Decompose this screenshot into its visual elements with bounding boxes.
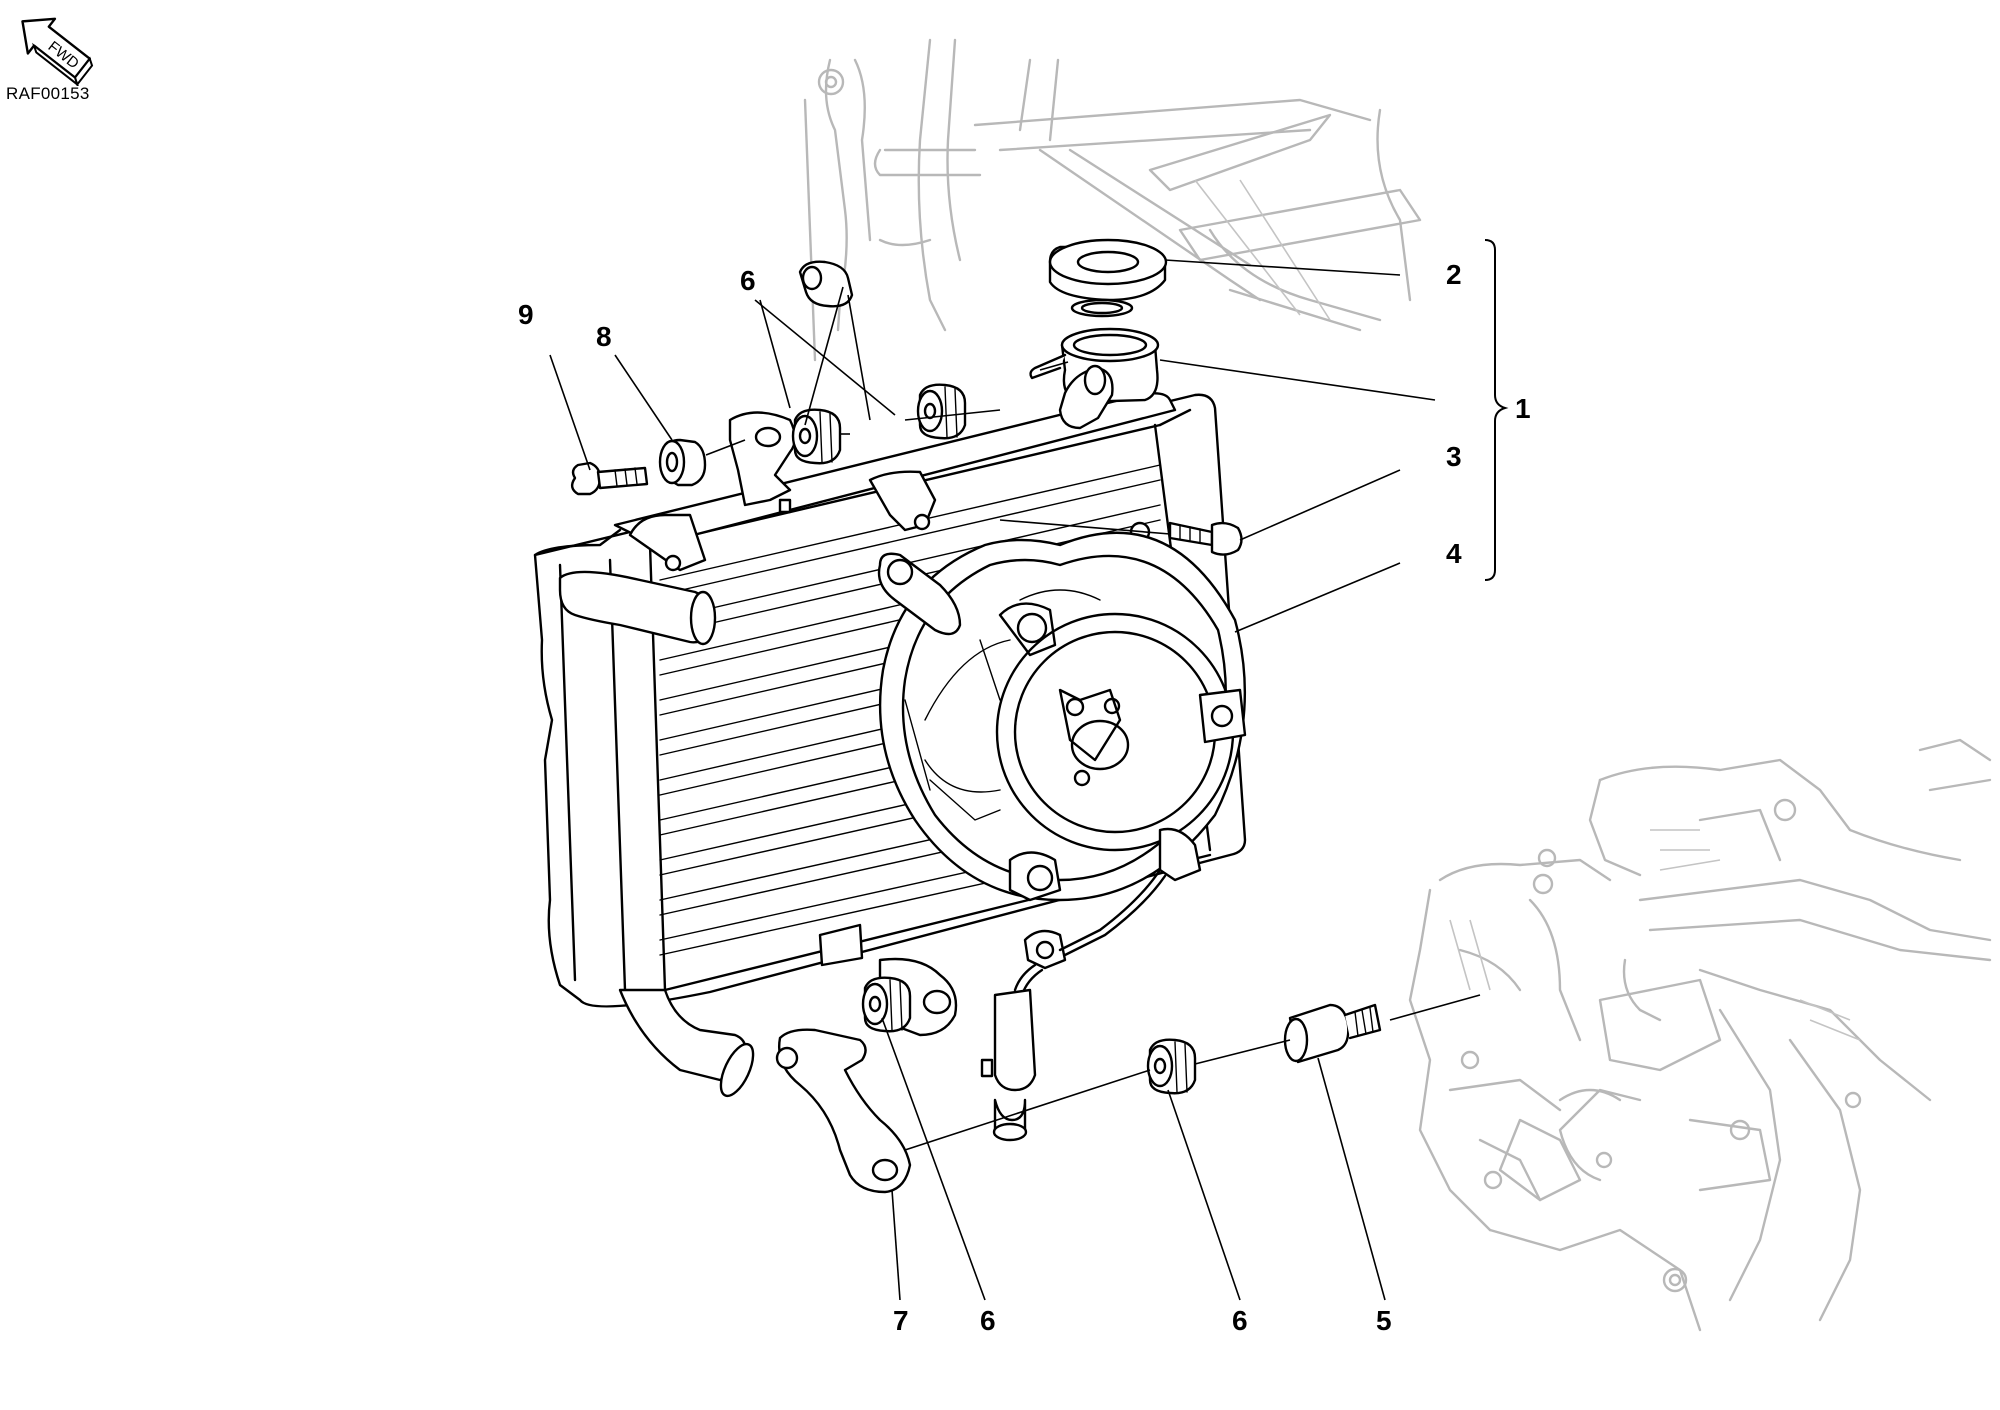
callout-9: 9 bbox=[518, 299, 534, 330]
lower-bracket bbox=[775, 1028, 912, 1194]
callout-3: 3 bbox=[1446, 441, 1462, 472]
callout-8: 8 bbox=[596, 321, 612, 352]
leader-lines bbox=[549, 259, 1481, 1301]
drawing-code: RAF00153 bbox=[6, 84, 90, 103]
spacer-washer bbox=[658, 438, 707, 487]
radiator-cap bbox=[1048, 238, 1168, 318]
rubber-grommet-upper-center bbox=[916, 383, 967, 440]
callout-6-upper: 6 bbox=[740, 265, 756, 296]
callout-7: 7 bbox=[893, 1305, 909, 1336]
spacer-stud bbox=[1283, 1003, 1382, 1064]
callout-5: 5 bbox=[1376, 1305, 1392, 1336]
engine-outline bbox=[1408, 738, 1992, 1332]
rubber-grommet-upper-left bbox=[791, 408, 842, 465]
group-brace bbox=[1484, 239, 1509, 581]
callout-6-lower-right: 6 bbox=[1232, 1305, 1248, 1336]
callout-2: 2 bbox=[1446, 259, 1462, 290]
frame-spacer-top bbox=[798, 260, 854, 308]
callout-4: 4 bbox=[1446, 538, 1462, 569]
rubber-grommet-lower-left bbox=[861, 976, 912, 1033]
rubber-grommet-lower-center bbox=[1146, 1038, 1197, 1095]
callout-1: 1 bbox=[1515, 393, 1531, 424]
fwd-arrow-icon: FWD bbox=[4, 6, 104, 88]
bolt-upper-right bbox=[1168, 521, 1243, 556]
cooling-fan bbox=[877, 531, 1247, 1142]
frame-top-outline bbox=[803, 38, 1422, 362]
bolt-left bbox=[570, 461, 649, 496]
callout-6-lower-left: 6 bbox=[980, 1305, 996, 1336]
